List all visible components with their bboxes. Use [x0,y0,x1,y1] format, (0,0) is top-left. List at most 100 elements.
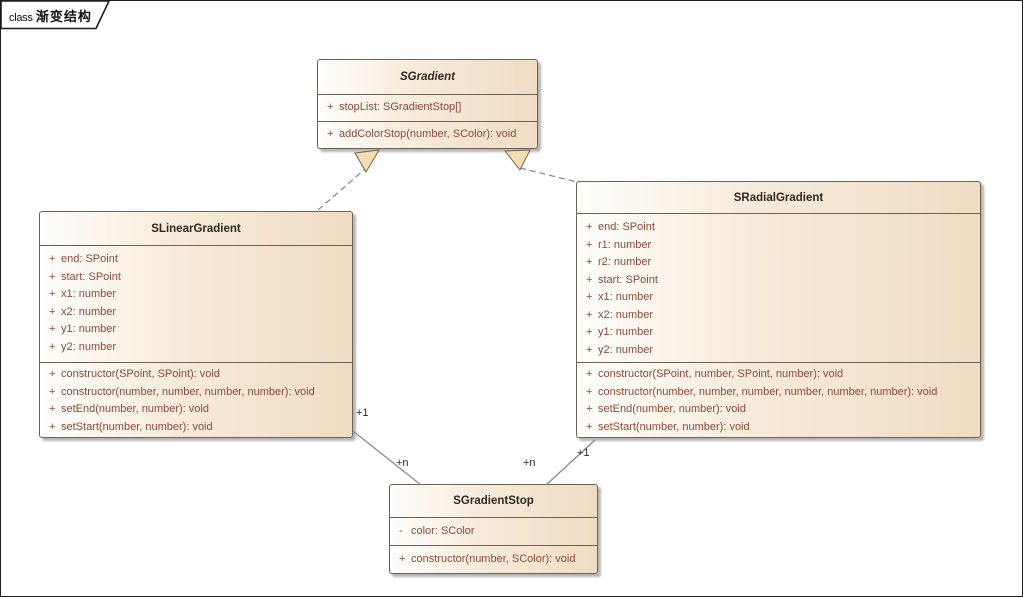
member-signature: setStart(number, number): void [598,420,750,433]
class-member: + x1: number [577,289,980,307]
member-signature: setEnd(number, number): void [61,403,209,415]
visibility-marker: + [586,308,593,321]
visibility-marker: + [327,128,334,141]
visibility-marker: + [49,385,56,398]
member-signature: r2: number [598,256,652,268]
visibility-marker: + [49,368,56,380]
visibility-marker: + [586,385,593,398]
member-signature: x1: number [598,291,654,303]
class-member: + r2: number [577,254,980,272]
member-signature: setEnd(number, number): void [598,403,746,415]
visibility-marker: - [399,524,403,537]
visibility-marker: + [49,305,56,318]
attributes-compartment: +end: SPoint+start: SPoint+x1: number+x2… [40,245,352,362]
visibility-marker: + [49,253,56,265]
visibility-marker: + [49,288,56,300]
visibility-marker: + [586,420,593,433]
member-signature: addColorStop(number, SColor): void [339,128,517,141]
generalization-triangle-icon [354,149,380,173]
visibility-marker: + [49,270,56,283]
class-box-slineargradient[interactable]: SLinearGradient +end: SPoint+start: SPoi… [39,211,353,438]
multiplicity-label: +n [523,457,536,469]
operations-compartment: + addColorStop(number, SColor): void [318,121,537,148]
multiplicity-label: +1 [577,447,590,459]
class-title: SGradient [400,71,455,83]
class-box-sgradientstop[interactable]: SGradientStop -color: SColor +constructo… [389,484,598,574]
class-box-sradialgradient[interactable]: SRadialGradient +end: SPoint+r1: number+… [576,181,981,438]
member-signature: constructor(number, number, number, numb… [61,385,315,398]
class-member: + setEnd(number, number): void [577,401,980,419]
member-signature: constructor(SPoint, number, SPoint, numb… [598,368,844,380]
class-title: SRadialGradient [733,191,824,204]
class-member: +y1: number [577,324,980,342]
member-signature: end: SPoint [598,221,655,233]
multiplicity-label: +n [396,457,409,469]
operations-compartment: + constructor(number, SColor): void [390,545,597,573]
class-member: + setEnd(number, number): void [40,401,352,419]
class-member: + constructor(SPoint, number, SPoint, num… [577,366,980,384]
class-member: + constructor(number, number, number, num… [40,384,352,402]
class-member: + stopList: SGradientStop[] [318,99,537,117]
member-signature: end: SPoint [61,253,118,265]
class-member: + y1: number [40,321,352,339]
multiplicity-label: +1 [356,407,369,419]
member-signature: color: SColor [411,524,475,537]
class-member: + y2: number [40,339,352,357]
class-member: +start: SPoint [577,272,980,290]
visibility-marker: + [586,326,593,338]
class-member: + x1: number [40,286,352,304]
class-member: + constructor(SPoint, SPoint): void [40,366,352,384]
member-signature: r1: number [598,238,652,251]
frame-tab-shape [1,1,110,30]
visibility-marker: + [586,238,593,251]
member-signature: setStart(number, number): void [61,420,213,433]
visibility-marker: + [49,403,56,415]
generalization-line-sradial [519,167,578,183]
attributes-compartment: +end: SPoint+r1: number+r2: number+start… [577,213,980,362]
class-member: + constructor(number, number, number, num… [577,384,980,402]
member-signature: x2: number [61,305,117,318]
operations-compartment: + constructor(SPoint, number, SPoint, num… [577,362,980,437]
visibility-marker: + [586,368,593,380]
member-signature: y2: number [598,343,654,356]
class-member: +start: SPoint [40,269,352,287]
generalization-triangle-icon [503,149,531,171]
frame-keyword: class [9,12,33,24]
visibility-marker: + [586,343,593,356]
member-signature: constructor(number, SColor): void [411,552,576,565]
member-signature: start: SPoint [598,273,658,286]
frame-tab [1,1,110,30]
visibility-marker: + [49,340,56,353]
class-member: + x2: number [40,304,352,322]
member-signature: x1: number [61,288,117,300]
frame-name: 渐变结构 [35,9,92,24]
member-signature: y1: number [61,323,117,335]
class-member: + r1: number [577,237,980,255]
attributes-compartment: -color: SColor [390,517,597,545]
member-signature: constructor(number, number, number, numb… [598,385,938,398]
visibility-marker: + [586,221,593,233]
generalization-line-slinear [317,168,366,211]
member-signature: constructor(SPoint, SPoint): void [61,368,220,380]
visibility-marker: + [586,291,593,303]
attributes-compartment: + stopList: SGradientStop[] [318,94,537,121]
member-signature: x2: number [598,308,654,321]
visibility-marker: + [49,323,56,335]
class-member: + constructor(number, SColor): void [390,551,597,569]
class-member: +setStart(number, number): void [40,419,352,437]
class-member: + end: SPoint [40,251,352,269]
class-member: + end: SPoint [577,219,980,237]
visibility-marker: + [327,101,334,114]
operations-compartment: + constructor(SPoint, SPoint): void + const… [40,362,352,437]
member-signature: y2: number [61,340,117,353]
class-box-sgradient[interactable]: SGradient + stopList: SGradientStop[] + ad… [317,59,538,149]
class-member: + y2: number [577,342,980,360]
visibility-marker: + [399,552,406,565]
class-member: + x2: number [577,307,980,325]
member-signature: stopList: SGradientStop[] [339,101,462,114]
class-member: + setStart(number, number): void [577,419,980,437]
visibility-marker: + [586,403,593,415]
association-line-slinear-stop [352,430,422,486]
visibility-marker: + [586,256,593,268]
